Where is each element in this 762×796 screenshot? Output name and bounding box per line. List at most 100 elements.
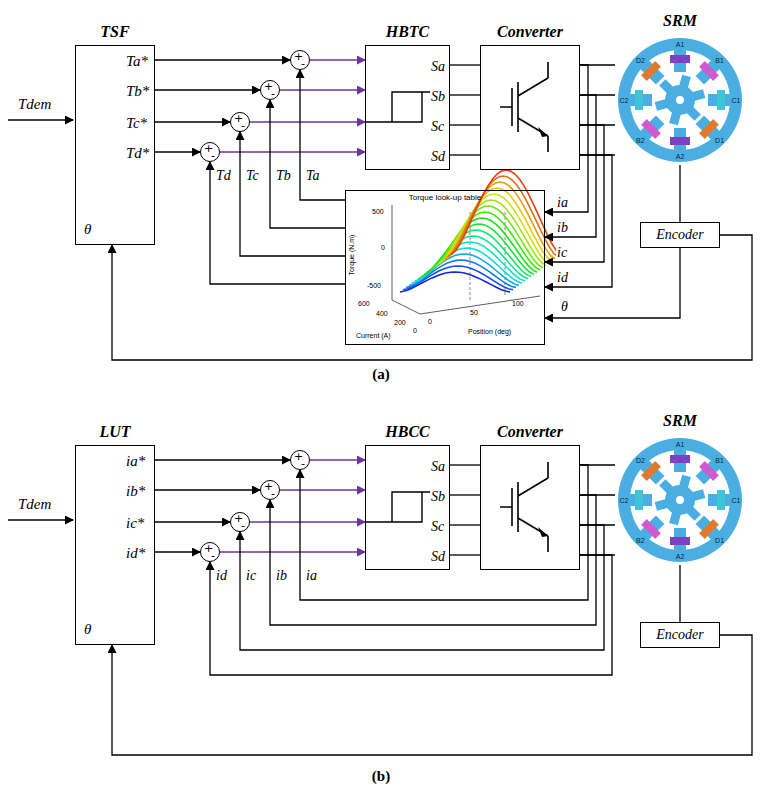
node-text: Ta*: [126, 52, 148, 70]
node-text: -: [301, 459, 305, 469]
block-box: LUTia*ib*ic*id*θ: [75, 445, 155, 645]
tick-label: 0: [428, 317, 432, 326]
node-text: Torque look-up table: [346, 193, 544, 203]
pole-winding: [635, 490, 643, 510]
node-text: Encoder: [641, 227, 719, 243]
summing-junction: +-: [230, 112, 250, 132]
connector: [679, 165, 680, 222]
connector: [450, 94, 480, 95]
pole-winding: [699, 119, 719, 139]
signal-label: θ: [560, 299, 569, 314]
pole-winding: [670, 137, 690, 145]
stator-pole: [670, 128, 690, 151]
node-text: -: [241, 521, 245, 531]
stator-pole: [708, 490, 731, 510]
connector: [270, 100, 345, 228]
signal-label: ia: [556, 195, 569, 210]
stator-pole: [670, 449, 690, 472]
stator-pole: [629, 490, 652, 510]
part-a-symbols: [8, 62, 548, 152]
connector: [240, 132, 345, 256]
connector: [270, 495, 596, 625]
connector: [250, 521, 365, 522]
connector: [155, 59, 290, 60]
node-text: -: [241, 121, 245, 131]
stator-pole: [629, 90, 652, 110]
summing-junction: +-: [290, 450, 310, 470]
signal-label: ic: [245, 568, 257, 583]
surface-curve: [433, 206, 543, 268]
pole-winding: [670, 455, 690, 463]
block-box: HBCCSaSbScSd: [365, 445, 450, 570]
connector: [545, 155, 612, 287]
connector: [220, 551, 365, 552]
figure-tag: (a): [372, 366, 390, 383]
connector: [679, 565, 680, 622]
signal-label: id: [215, 568, 228, 583]
node-text: -: [211, 151, 215, 161]
connector: [310, 59, 365, 60]
stator-pole: [693, 57, 723, 87]
tick-label: 50: [470, 308, 478, 317]
node-text: Sa: [431, 59, 445, 75]
connector: [250, 121, 365, 122]
node-text: Sa: [431, 459, 445, 475]
block-heading: Converter: [481, 23, 579, 41]
pole-label: C2: [620, 96, 629, 105]
srm-motor: [618, 38, 742, 162]
stator-ring: [618, 38, 742, 162]
surface-curve: [427, 218, 537, 272]
shaft: [676, 96, 684, 104]
connector: [450, 554, 480, 555]
tick-label: 0: [413, 326, 417, 335]
surface-curve: [448, 176, 558, 257]
signal-label: Tb: [275, 168, 292, 183]
summing-junction: +-: [260, 80, 280, 100]
pole-label: C2: [620, 496, 629, 505]
pole-winding: [670, 537, 690, 545]
connector: [210, 162, 345, 284]
connector: [450, 464, 480, 465]
pole-winding: [717, 90, 725, 110]
node-text: Tc*: [126, 114, 147, 132]
tick-label: 100: [512, 299, 524, 308]
stator-ring: [618, 438, 742, 562]
connector: [310, 459, 365, 460]
signal-label: Ta: [305, 168, 321, 183]
rotor-core: [665, 85, 695, 115]
node-text: ic*: [126, 514, 144, 532]
input-label: Tdem: [18, 496, 51, 513]
pole-label: A1: [676, 40, 685, 49]
node-text: Sb: [431, 89, 445, 105]
connector: [155, 151, 200, 152]
pole-winding: [635, 90, 643, 110]
pole-label: B2: [636, 135, 645, 144]
block-box: Converter: [480, 445, 580, 570]
pole-label: C1: [732, 96, 741, 105]
pole-label: C1: [732, 496, 741, 505]
node-text: Tb*: [126, 82, 149, 100]
connector: [450, 154, 480, 155]
summing-junction: +-: [290, 50, 310, 70]
axis-title: Position (deg): [468, 327, 511, 336]
node-text: θ: [84, 220, 91, 238]
figure-tag: (b): [372, 768, 390, 785]
stator-bore: [630, 450, 730, 550]
pole-label: B1: [715, 56, 724, 65]
pole-winding: [641, 461, 661, 481]
tick-label: 500: [372, 207, 384, 216]
node-text: θ: [84, 620, 91, 638]
signal-label: Tc: [245, 168, 260, 183]
pole-label: D1: [715, 535, 724, 544]
connector: [210, 555, 612, 675]
stator-pole: [637, 513, 667, 543]
connector: [545, 65, 588, 212]
stator-pole: [637, 113, 667, 143]
signal-label: Td: [215, 168, 232, 183]
signal-label: id: [556, 270, 569, 285]
signal-label: ib: [275, 568, 288, 583]
summing-junction: +-: [200, 142, 220, 162]
connector: [155, 89, 260, 90]
block-heading: Converter: [481, 423, 579, 441]
pole-label: D2: [636, 456, 645, 465]
